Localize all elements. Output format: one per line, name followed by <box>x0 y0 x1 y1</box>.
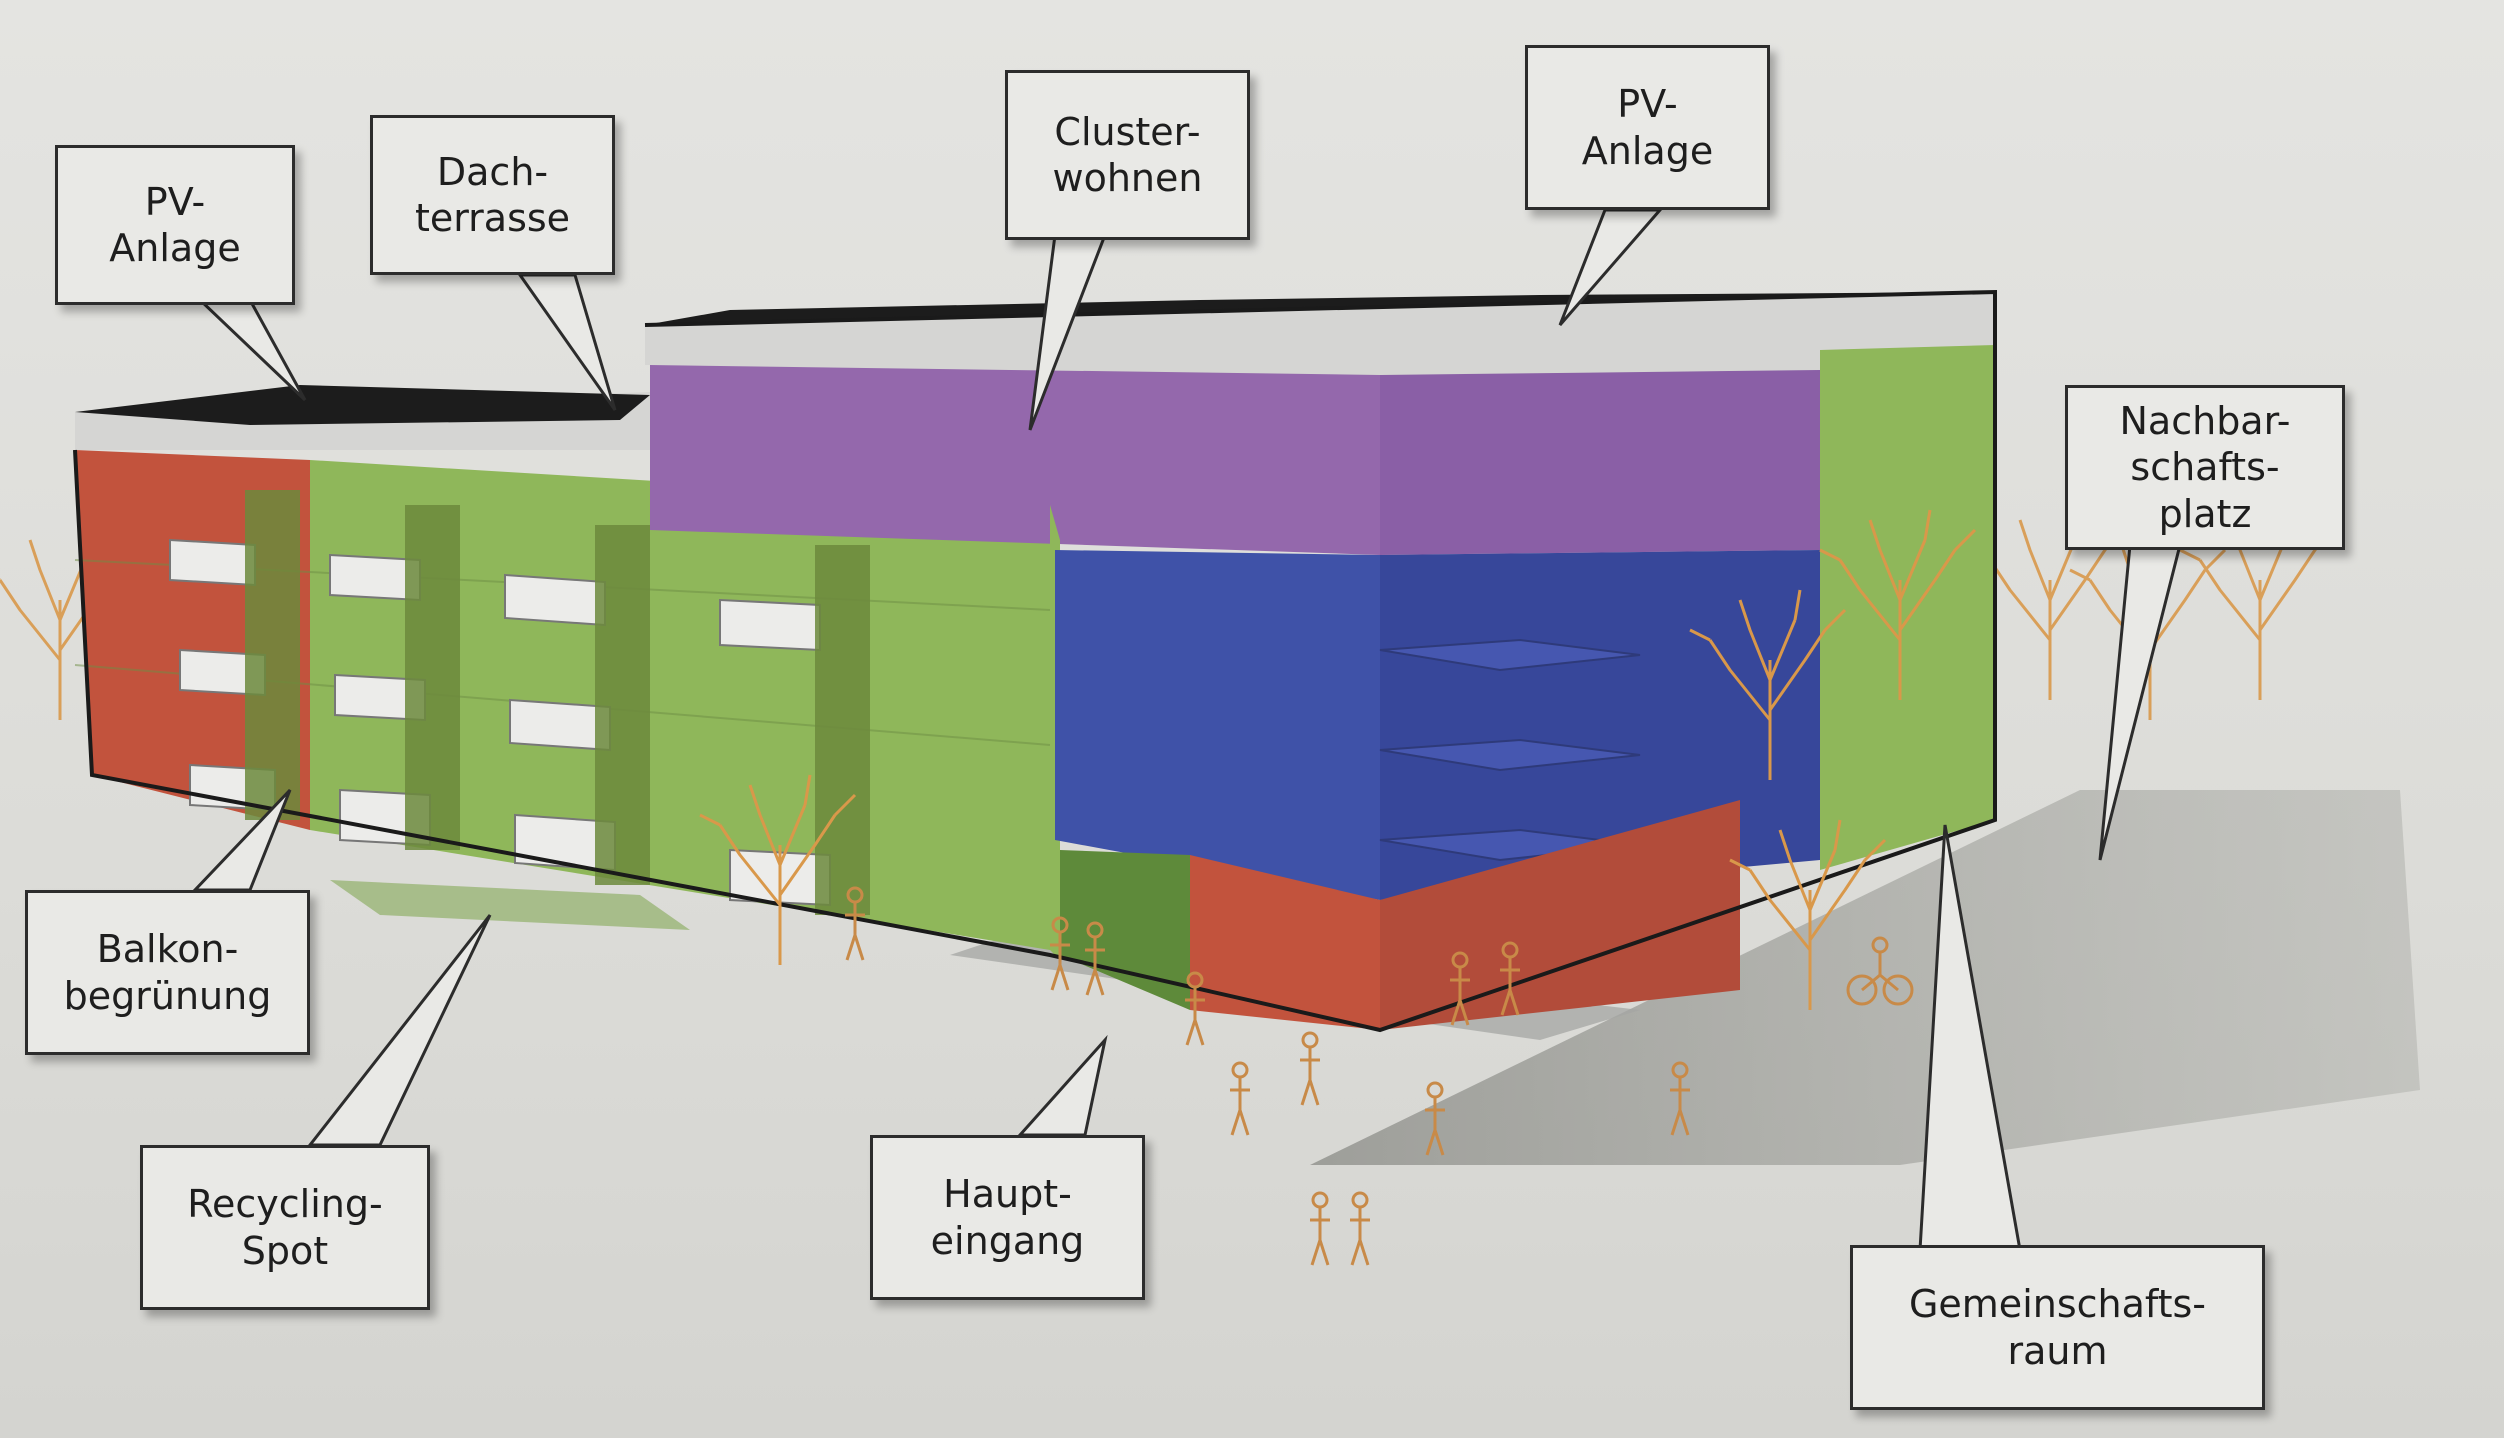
label-haupteingang: Haupt- eingang <box>870 1135 1145 1300</box>
people <box>845 886 1914 1266</box>
main-parapet <box>645 292 1995 385</box>
cluster-living-facade-right <box>1380 370 1820 555</box>
label-pv-anlage-left: PV- Anlage <box>55 145 295 305</box>
red-base <box>1190 855 1380 1030</box>
facade-greening <box>245 490 870 915</box>
cluster-living-facade <box>650 365 1380 555</box>
label-pv-anlage-right: PV- Anlage <box>1525 45 1770 210</box>
label-balkonbegruenung: Balkon- begrünung <box>25 890 310 1055</box>
left-building-block <box>74 385 1051 950</box>
label-nachbarschaftsplatz: Nachbar- schafts- platz <box>2065 385 2345 550</box>
blue-balconies <box>1379 638 1641 862</box>
label-clusterwohnen: Cluster- wohnen <box>1005 70 1250 240</box>
red-base-right <box>1380 800 1740 1030</box>
left-block-roof <box>75 385 650 425</box>
label-dachterrasse: Dach- terrasse <box>370 115 615 275</box>
entrance-green <box>1060 850 1190 1010</box>
blue-facade <box>1055 550 1380 900</box>
label-recycling-spot: Recycling- Spot <box>140 1145 430 1310</box>
green-tower <box>1820 345 1995 870</box>
green-strip <box>330 880 690 930</box>
label-gemeinschaftsraum: Gemeinschafts- raum <box>1850 1245 2265 1410</box>
main-building-block <box>73 289 1997 1033</box>
main-outline <box>73 289 1997 1033</box>
